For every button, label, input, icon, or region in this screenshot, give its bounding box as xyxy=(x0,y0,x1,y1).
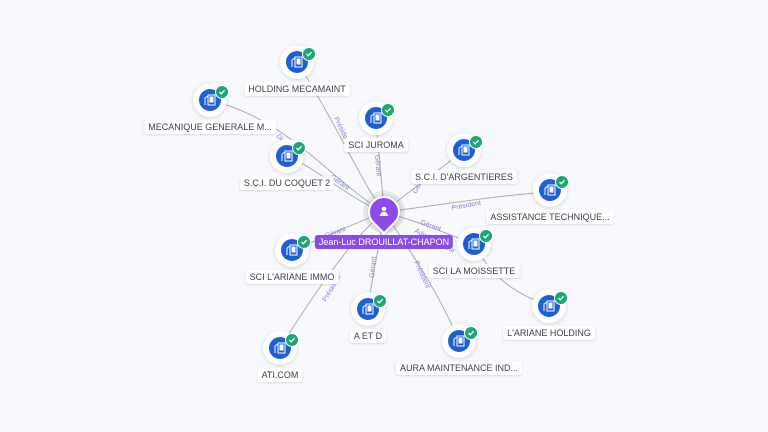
person-name-label: Jean-Luc DROUILLAT-CHAPON xyxy=(314,235,454,249)
edge-label-juroma: Gérant xyxy=(373,155,382,177)
edge-assistance xyxy=(383,191,551,213)
edge-label-assistance: Président xyxy=(451,200,481,212)
edge-label-aetd: Gérant xyxy=(369,256,378,278)
edge-mecanique xyxy=(209,99,385,213)
node-label: HOLDING MECAMAINT xyxy=(244,82,350,96)
check-icon xyxy=(215,85,229,99)
node-label: S.C.I. D'ARGENTIERES xyxy=(411,170,517,184)
node-label: S.C.I. DU COQUET 2 xyxy=(239,176,335,190)
check-icon xyxy=(554,291,568,305)
check-icon xyxy=(373,294,387,308)
node-label: SCI LA MOISSETTE xyxy=(428,264,520,278)
node-label: ASSISTANCE TECHNIQUE... xyxy=(486,210,614,224)
check-icon xyxy=(555,175,569,189)
check-icon xyxy=(381,103,395,117)
person-icon xyxy=(379,206,389,216)
check-icon xyxy=(292,141,306,155)
check-icon xyxy=(285,333,299,347)
node-label: ATI.COM xyxy=(257,368,303,382)
check-icon xyxy=(464,326,478,340)
node-label: A ET D xyxy=(349,329,387,343)
check-icon xyxy=(469,135,483,149)
check-icon xyxy=(297,235,311,249)
node-label: MECANIQUE GENERALE M... xyxy=(144,120,276,134)
check-icon xyxy=(302,47,316,61)
check-icon xyxy=(479,229,493,243)
node-label: L'ARIANE HOLDING xyxy=(503,326,595,340)
node-label: SCI JUROMA xyxy=(344,138,408,152)
node-label: AURA MAINTENANCE IND... xyxy=(395,361,523,375)
node-label: SCI L'ARIANE IMMO xyxy=(245,270,339,284)
